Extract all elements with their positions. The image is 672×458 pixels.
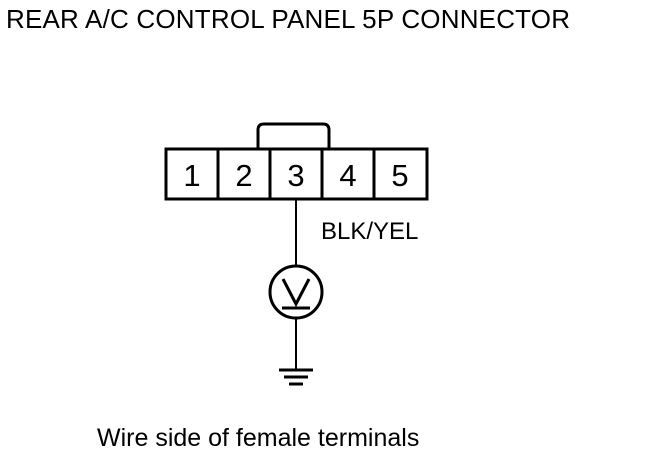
- pin-2-label: 2: [235, 158, 252, 193]
- wire-color-label: BLK/YEL: [321, 218, 419, 245]
- diagram-caption: Wire side of female terminals: [97, 424, 420, 452]
- pin-5-label: 5: [391, 158, 408, 193]
- pin-3-label: 3: [287, 158, 304, 193]
- connector-housing: [164, 147, 429, 201]
- connector-lock-tab: [256, 122, 331, 149]
- ground-icon: [279, 368, 313, 386]
- pin-1-label: 1: [183, 158, 200, 193]
- diagram-title: REAR A/C CONTROL PANEL 5P CONNECTOR: [6, 4, 571, 34]
- pin-4-label: 4: [339, 158, 356, 193]
- voltmeter-icon: [268, 264, 324, 320]
